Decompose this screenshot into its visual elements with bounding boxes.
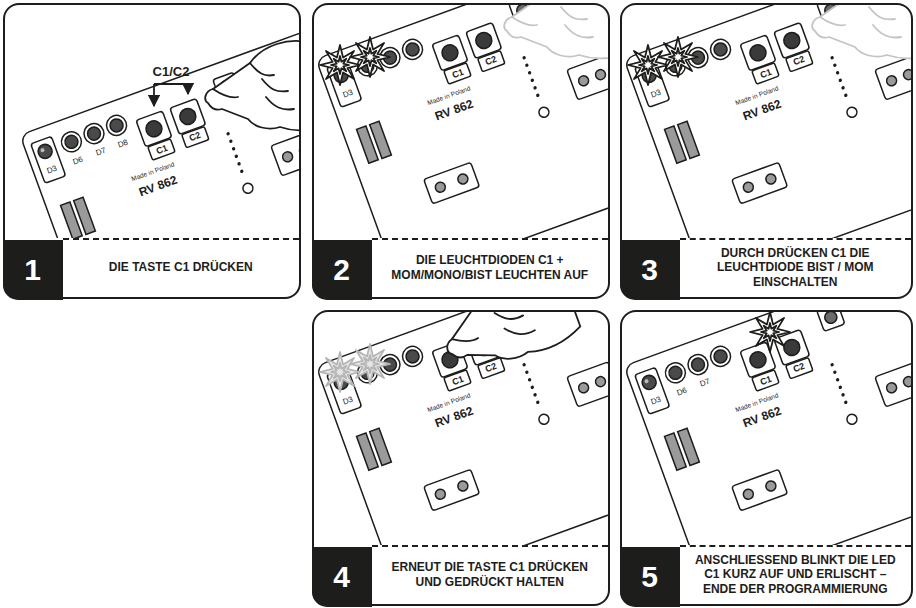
led-flash xyxy=(320,45,360,85)
step-panel: DIE TASTE C1 DRÜCKEN 1 xyxy=(3,3,301,299)
board-label: C1 xyxy=(759,67,773,79)
board-label: C1 xyxy=(759,374,773,386)
step-number-box: 2 xyxy=(312,240,372,300)
board-label: C1 xyxy=(451,67,465,79)
step-panel: ERNEUT DIE TASTE C1 DRÜCKEN UND GEDRÜCKT… xyxy=(312,310,610,606)
step-caption: DURCH DRÜCKEN C1 DIE LEUCHTDIODE BIST / … xyxy=(688,246,904,289)
led-flash xyxy=(350,37,390,77)
board-label: C2 xyxy=(484,362,498,374)
step-1-picture xyxy=(20,22,299,238)
hand xyxy=(205,41,299,130)
hand-faded xyxy=(504,5,608,58)
hand-faded xyxy=(812,5,911,58)
step-number-box: 5 xyxy=(620,547,680,607)
step-panel: ANSCHLIESSEND BLINKT DIE LED C1 KURZ AUF… xyxy=(620,310,913,606)
led-flash-faded xyxy=(320,352,360,392)
board-label: D6 xyxy=(72,155,84,166)
caption-area: ERNEUT DIE TASTE C1 DRÜCKEN UND GEDRÜCKT… xyxy=(372,545,609,604)
step-panel: DURCH DRÜCKEN C1 DIE LEUCHTDIODE BIST / … xyxy=(620,3,913,299)
step-caption: ANSCHLIESSEND BLINKT DIE LED C1 KURZ AUF… xyxy=(688,553,904,596)
board-label: D7 xyxy=(95,147,107,158)
step-caption: DIE LEUCHTDIODEN C1 + MOM/MONO/BIST LEUC… xyxy=(380,253,601,282)
step-number: 4 xyxy=(333,562,350,592)
board-label: D3 xyxy=(342,396,354,407)
board-label: D3 xyxy=(650,396,662,407)
led-flash xyxy=(628,45,668,85)
board-label: C2 xyxy=(484,55,498,67)
step-number: 2 xyxy=(333,255,350,285)
board-label: C2 xyxy=(792,55,806,67)
step-number: 1 xyxy=(24,255,41,285)
step-4-picture xyxy=(316,312,608,545)
circuit-board xyxy=(20,22,299,238)
board-label: C1 xyxy=(451,374,465,386)
circuit-board xyxy=(624,5,911,238)
callout-label: C1/C2 xyxy=(153,65,190,78)
step-2-picture xyxy=(316,5,608,238)
board-label: C2 xyxy=(792,362,806,374)
step-number: 3 xyxy=(641,255,658,285)
board-label: D3 xyxy=(46,165,58,176)
board-label: D7 xyxy=(699,378,711,389)
caption-area: ANSCHLIESSEND BLINKT DIE LED C1 KURZ AUF… xyxy=(680,545,912,604)
board-label: D3 xyxy=(650,89,662,100)
step-caption: DIE TASTE C1 DRÜCKEN xyxy=(109,260,253,274)
led-flash-faded xyxy=(350,344,390,384)
step-number-box: 4 xyxy=(312,547,372,607)
caption-area: DIE TASTE C1 DRÜCKEN xyxy=(63,238,300,297)
circuit-board xyxy=(316,5,608,238)
led-flash xyxy=(658,37,698,77)
led-flash xyxy=(750,312,790,352)
step-5-picture xyxy=(624,312,911,545)
board-label: D6 xyxy=(676,386,688,397)
board-label: D3 xyxy=(342,89,354,100)
step-caption: ERNEUT DIE TASTE C1 DRÜCKEN UND GEDRÜCKT… xyxy=(380,560,601,589)
step-number-box: 1 xyxy=(3,240,63,300)
step-number: 5 xyxy=(641,562,658,592)
hand xyxy=(428,312,583,381)
step-number-box: 3 xyxy=(620,240,680,300)
caption-area: DURCH DRÜCKEN C1 DIE LEUCHTDIODE BIST / … xyxy=(680,238,912,297)
step-3-picture xyxy=(624,5,911,238)
callout-bracket xyxy=(154,84,188,106)
caption-area: DIE LEUCHTDIODEN C1 + MOM/MONO/BIST LEUC… xyxy=(372,238,609,297)
board-label: D8 xyxy=(117,139,129,150)
board-label: C2 xyxy=(188,131,202,143)
circuit-board xyxy=(624,312,911,545)
board-label: C1 xyxy=(155,143,169,155)
step-panel: DIE LEUCHTDIODEN C1 + MOM/MONO/BIST LEUC… xyxy=(312,3,610,299)
